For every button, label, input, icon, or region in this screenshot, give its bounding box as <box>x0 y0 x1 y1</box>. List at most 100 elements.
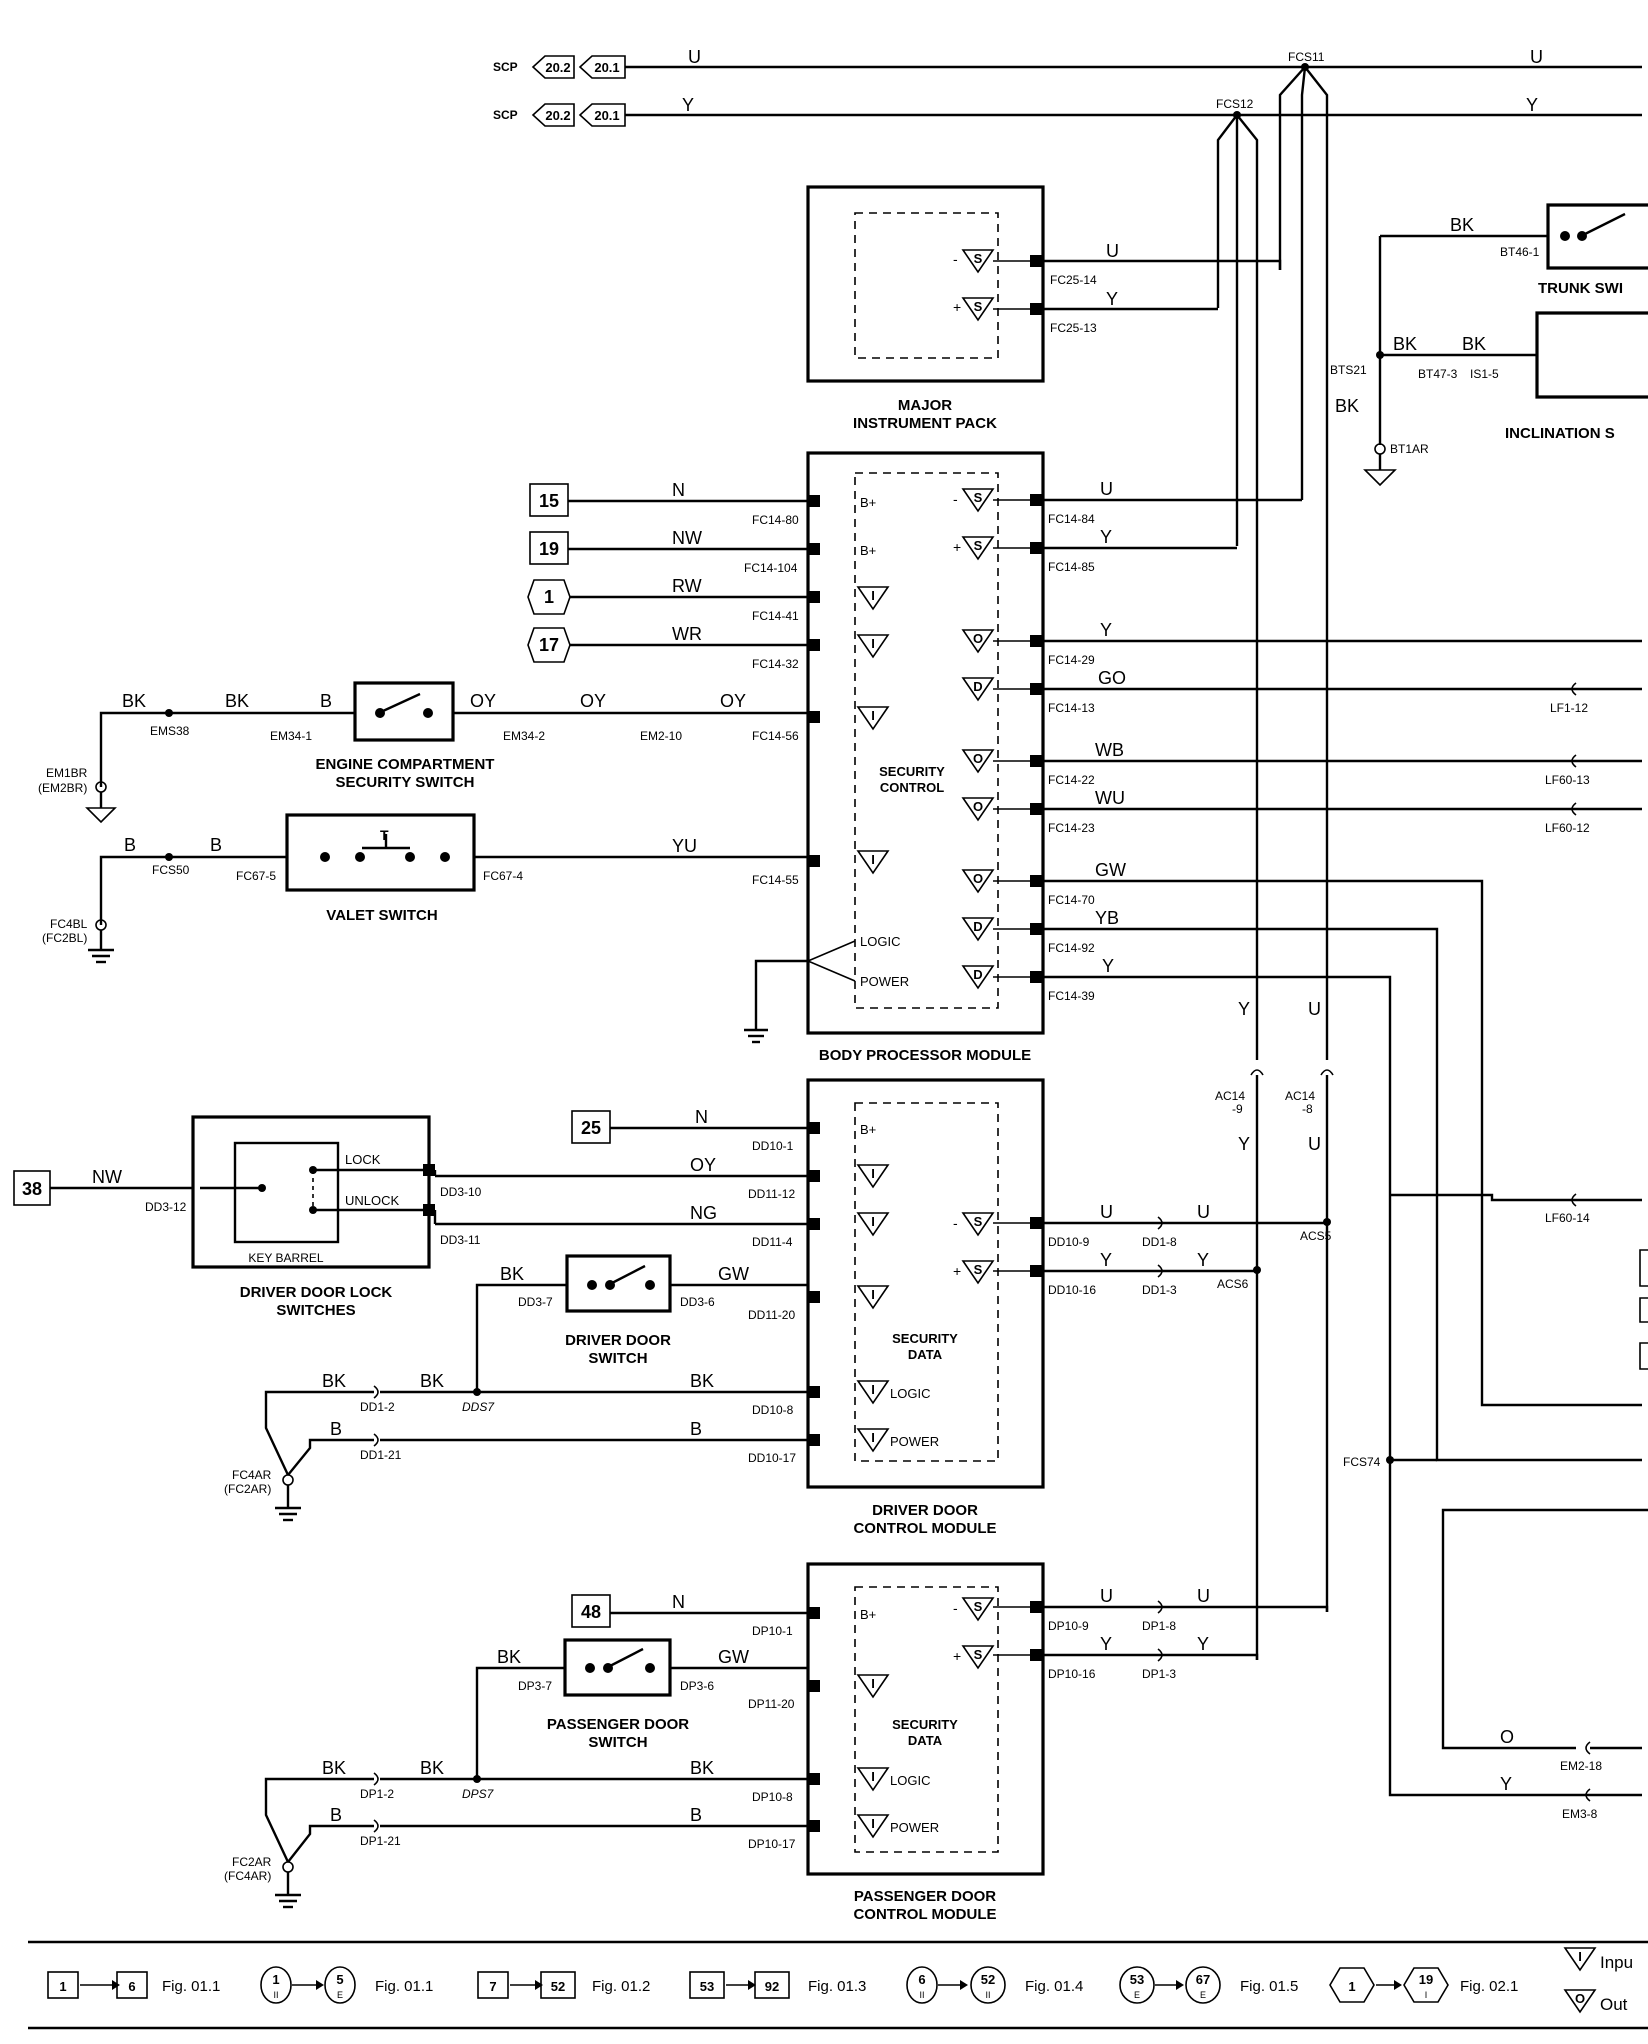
pin-label: DP3-6 <box>680 1679 714 1693</box>
pin-label: FC14-80 <box>752 513 799 527</box>
splice-label: ACS5 <box>1300 1229 1332 1243</box>
module-name: MAJOR <box>898 397 952 414</box>
connector-plug <box>1157 1600 1163 1614</box>
pin-label: BT47-3 <box>1418 367 1458 381</box>
connector-socket <box>1585 1788 1591 1802</box>
ddls-box <box>191 1115 431 1269</box>
pin <box>1030 923 1042 935</box>
sym-triangle <box>961 1212 995 1237</box>
splice-label: ACS6 <box>1217 1277 1249 1291</box>
connector-label: DD1-21 <box>360 1448 402 1462</box>
ref-48-wire: 48 N <box>571 1592 808 1628</box>
inclination-sensor-box <box>1535 311 1648 399</box>
sym-i: I <box>1578 1949 1582 1964</box>
ddcm-inner-label: SECURITY <box>892 1331 958 1346</box>
switch-name: ENGINE COMPARTMENT <box>316 756 495 773</box>
switch-contact <box>585 1663 595 1673</box>
legend-output-symbol <box>1563 1989 1597 2014</box>
wire-label: BK <box>690 1758 714 1778</box>
legend-fig: Fig. 01.3 <box>808 1978 866 1995</box>
wire-label: B <box>330 1419 342 1439</box>
legend-hex <box>1403 1967 1449 2003</box>
pin-label: DD10-1 <box>752 1139 794 1153</box>
scp-label-y: SCP <box>493 108 518 122</box>
pin <box>808 1607 820 1619</box>
sym-i: I <box>871 636 875 651</box>
wire-label: U <box>1197 1202 1210 1222</box>
module-name: BODY PROCESSOR MODULE <box>819 1047 1031 1064</box>
pin <box>1030 1265 1042 1277</box>
cropped-box <box>1639 1249 1648 1287</box>
sym-triangle <box>961 677 995 702</box>
pin <box>808 639 820 651</box>
wire-label: BK <box>322 1758 346 1778</box>
pin-label: DP10-16 <box>1048 1667 1096 1681</box>
sym-minus: - <box>953 251 958 267</box>
key-barrel <box>233 1141 340 1244</box>
connector-label: EM2-18 <box>1560 1759 1602 1773</box>
legend-from: 1 <box>59 1979 66 1994</box>
sym-i: I <box>871 708 875 723</box>
pin <box>1030 971 1042 983</box>
connector-socket <box>1320 1069 1334 1076</box>
pin-label: DD3-7 <box>518 1295 553 1309</box>
legend-from-sub: II <box>273 1990 278 2000</box>
pin <box>808 543 820 555</box>
sym-triangle <box>961 536 995 561</box>
connector-socket <box>1571 1193 1577 1207</box>
pdcm-inner <box>854 1586 999 1853</box>
switch-blade <box>382 692 421 713</box>
connector-plug <box>1157 1216 1163 1230</box>
switch-blade <box>611 1264 646 1285</box>
legend-oval <box>324 1966 356 2004</box>
legend-arrow <box>1176 1980 1184 1990</box>
connector-plug <box>373 1433 379 1447</box>
pin <box>808 1680 820 1692</box>
wire-b-yu <box>99 855 808 925</box>
sym-o: O <box>973 751 983 766</box>
pin <box>808 1773 820 1785</box>
pin-label: FC14-41 <box>752 609 799 623</box>
pin-label: DD3-12 <box>145 1200 187 1214</box>
sym-s: S <box>974 299 983 314</box>
scp-bus: SCP 20.2 20.1 SCP 20.2 20.1 U U Y Y FCS1… <box>493 47 1642 1060</box>
scp-ref-box <box>531 103 575 127</box>
connector-label: LF1-12 <box>1550 701 1588 715</box>
wire-y-mip <box>1216 114 1238 308</box>
wire-label: O <box>1500 1727 1514 1747</box>
key-barrel-label: KEY BARREL <box>248 1251 323 1265</box>
pin-label: FC14-56 <box>752 729 799 743</box>
engine-compartment-security-switch: BK EMS38 BK B EM34-1 OY EM34-2 OY EM2-10… <box>38 681 808 824</box>
legend-to: 52 <box>981 1972 995 1987</box>
legend-from: 53 <box>1130 1972 1144 1987</box>
sym-triangle <box>961 629 995 654</box>
sym-s: S <box>974 538 983 553</box>
switch-blade <box>609 1647 644 1668</box>
pin <box>808 1122 820 1134</box>
sym-logic: LOGIC <box>860 934 900 949</box>
ground-label: FC4BL <box>50 917 88 931</box>
ddcm-inner-label: DATA <box>908 1347 943 1362</box>
wire-gw <box>1042 879 1642 1407</box>
sym-plus: + <box>953 1648 961 1664</box>
legend-arrow <box>1394 1980 1402 1990</box>
legend-arrow <box>112 1980 120 1990</box>
wire-ground <box>287 1438 374 1476</box>
cropped-module-box <box>1441 1508 1648 1750</box>
wire-u-doors <box>1304 66 1329 1060</box>
wire-ground <box>264 1777 374 1863</box>
switch-name: SECURITY SWITCH <box>336 774 475 791</box>
wire-label: Y <box>682 95 694 115</box>
sym-triangle <box>856 1428 890 1453</box>
pin-label: DD3-10 <box>440 1185 482 1199</box>
pin-label: DD10-17 <box>748 1451 796 1465</box>
sym-d: D <box>973 679 982 694</box>
pdcm-inner-label: DATA <box>908 1733 943 1748</box>
wire-label: GW <box>1095 860 1126 880</box>
wire-u <box>1042 1605 1329 1612</box>
sym-bplus: B+ <box>860 543 876 558</box>
splice-label: BTS21 <box>1330 363 1367 377</box>
bpm-inner-label: CONTROL <box>880 780 944 795</box>
splice-label: DPS7 <box>462 1787 495 1801</box>
connector-socket <box>1571 682 1577 696</box>
